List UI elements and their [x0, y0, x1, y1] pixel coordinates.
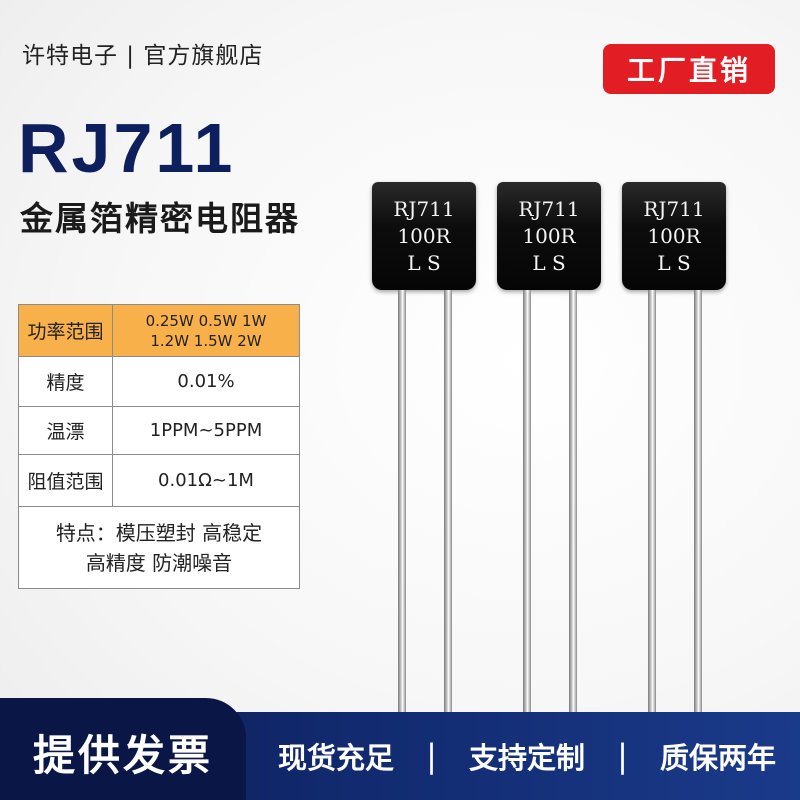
resistor-marking-value: 100R — [397, 223, 451, 248]
resistor-body: RJ711 100R L S — [497, 182, 601, 290]
factory-direct-badge: 工厂直销 — [603, 44, 775, 94]
resistor-body: RJ711 100R L S — [622, 182, 726, 290]
features-line: 高精度 防潮噪音 — [85, 550, 233, 575]
resistor-marking-value: 100R — [522, 223, 576, 248]
spec-value: 0.01% — [112, 356, 300, 407]
spec-value-line: 1.2W 1.5W 2W — [150, 331, 262, 350]
spec-row-precision: 精度 0.01% — [18, 356, 300, 407]
resistor-lead — [523, 290, 531, 745]
resistor-marking-code: L S — [532, 250, 566, 275]
spec-row-temp-drift: 温漂 1PPM~5PPM — [18, 406, 300, 455]
resistor-lead — [569, 290, 577, 745]
spec-value: 0.25W 0.5W 1W 1.2W 1.5W 2W — [112, 304, 300, 357]
promise-custom: 支持定制 — [468, 741, 585, 775]
product-model: RJ711 — [18, 109, 236, 187]
promise-warranty: 质保两年 — [659, 741, 776, 775]
resistor-lead — [444, 290, 452, 745]
shop-name: 许特电子 | 官方旗舰店 — [22, 43, 264, 69]
spec-row-resistance: 阻值范围 0.01Ω~1M — [18, 454, 300, 507]
resistor-marking-model: RJ711 — [393, 196, 455, 221]
service-promises: 现货充足 | 支持定制 | 质保两年 — [262, 712, 792, 800]
spec-value-line: 0.25W 0.5W 1W — [145, 311, 267, 330]
spec-row-power: 功率范围 0.25W 0.5W 1W 1.2W 1.5W 2W — [18, 304, 300, 357]
resistor-marking-value: 100R — [647, 223, 701, 248]
spec-key: 精度 — [18, 356, 113, 407]
spec-row-features: 特点：模压塑封 高稳定 高精度 防潮噪音 — [18, 506, 300, 589]
features-line: 特点：模压塑封 高稳定 — [55, 520, 263, 545]
resistor-lead — [398, 290, 406, 745]
resistor-marking-model: RJ711 — [518, 196, 580, 221]
spec-key: 阻值范围 — [18, 454, 113, 507]
spec-table: 功率范围 0.25W 0.5W 1W 1.2W 1.5W 2W 精度 0.01%… — [18, 304, 300, 589]
spec-value: 1PPM~5PPM — [112, 406, 300, 455]
resistor-marking-code: L S — [407, 250, 441, 275]
features: 特点：模压塑封 高稳定 高精度 防潮噪音 — [18, 506, 300, 589]
spec-value: 0.01Ω~1M — [112, 454, 300, 507]
resistor-marking-model: RJ711 — [643, 196, 705, 221]
promise-stock: 现货充足 — [278, 741, 395, 775]
promise-separator: | — [617, 737, 628, 775]
promise-separator: | — [426, 737, 437, 775]
resistor-marking-code: L S — [657, 250, 691, 275]
spec-key: 功率范围 — [18, 304, 113, 357]
resistor-lead — [694, 290, 702, 745]
invoice-badge: 提供发票 — [0, 698, 246, 800]
spec-key: 温漂 — [18, 406, 113, 455]
resistor-body: RJ711 100R L S — [372, 182, 476, 290]
product-subtitle: 金属箔精密电阻器 — [20, 199, 300, 238]
resistor-lead — [648, 290, 656, 745]
